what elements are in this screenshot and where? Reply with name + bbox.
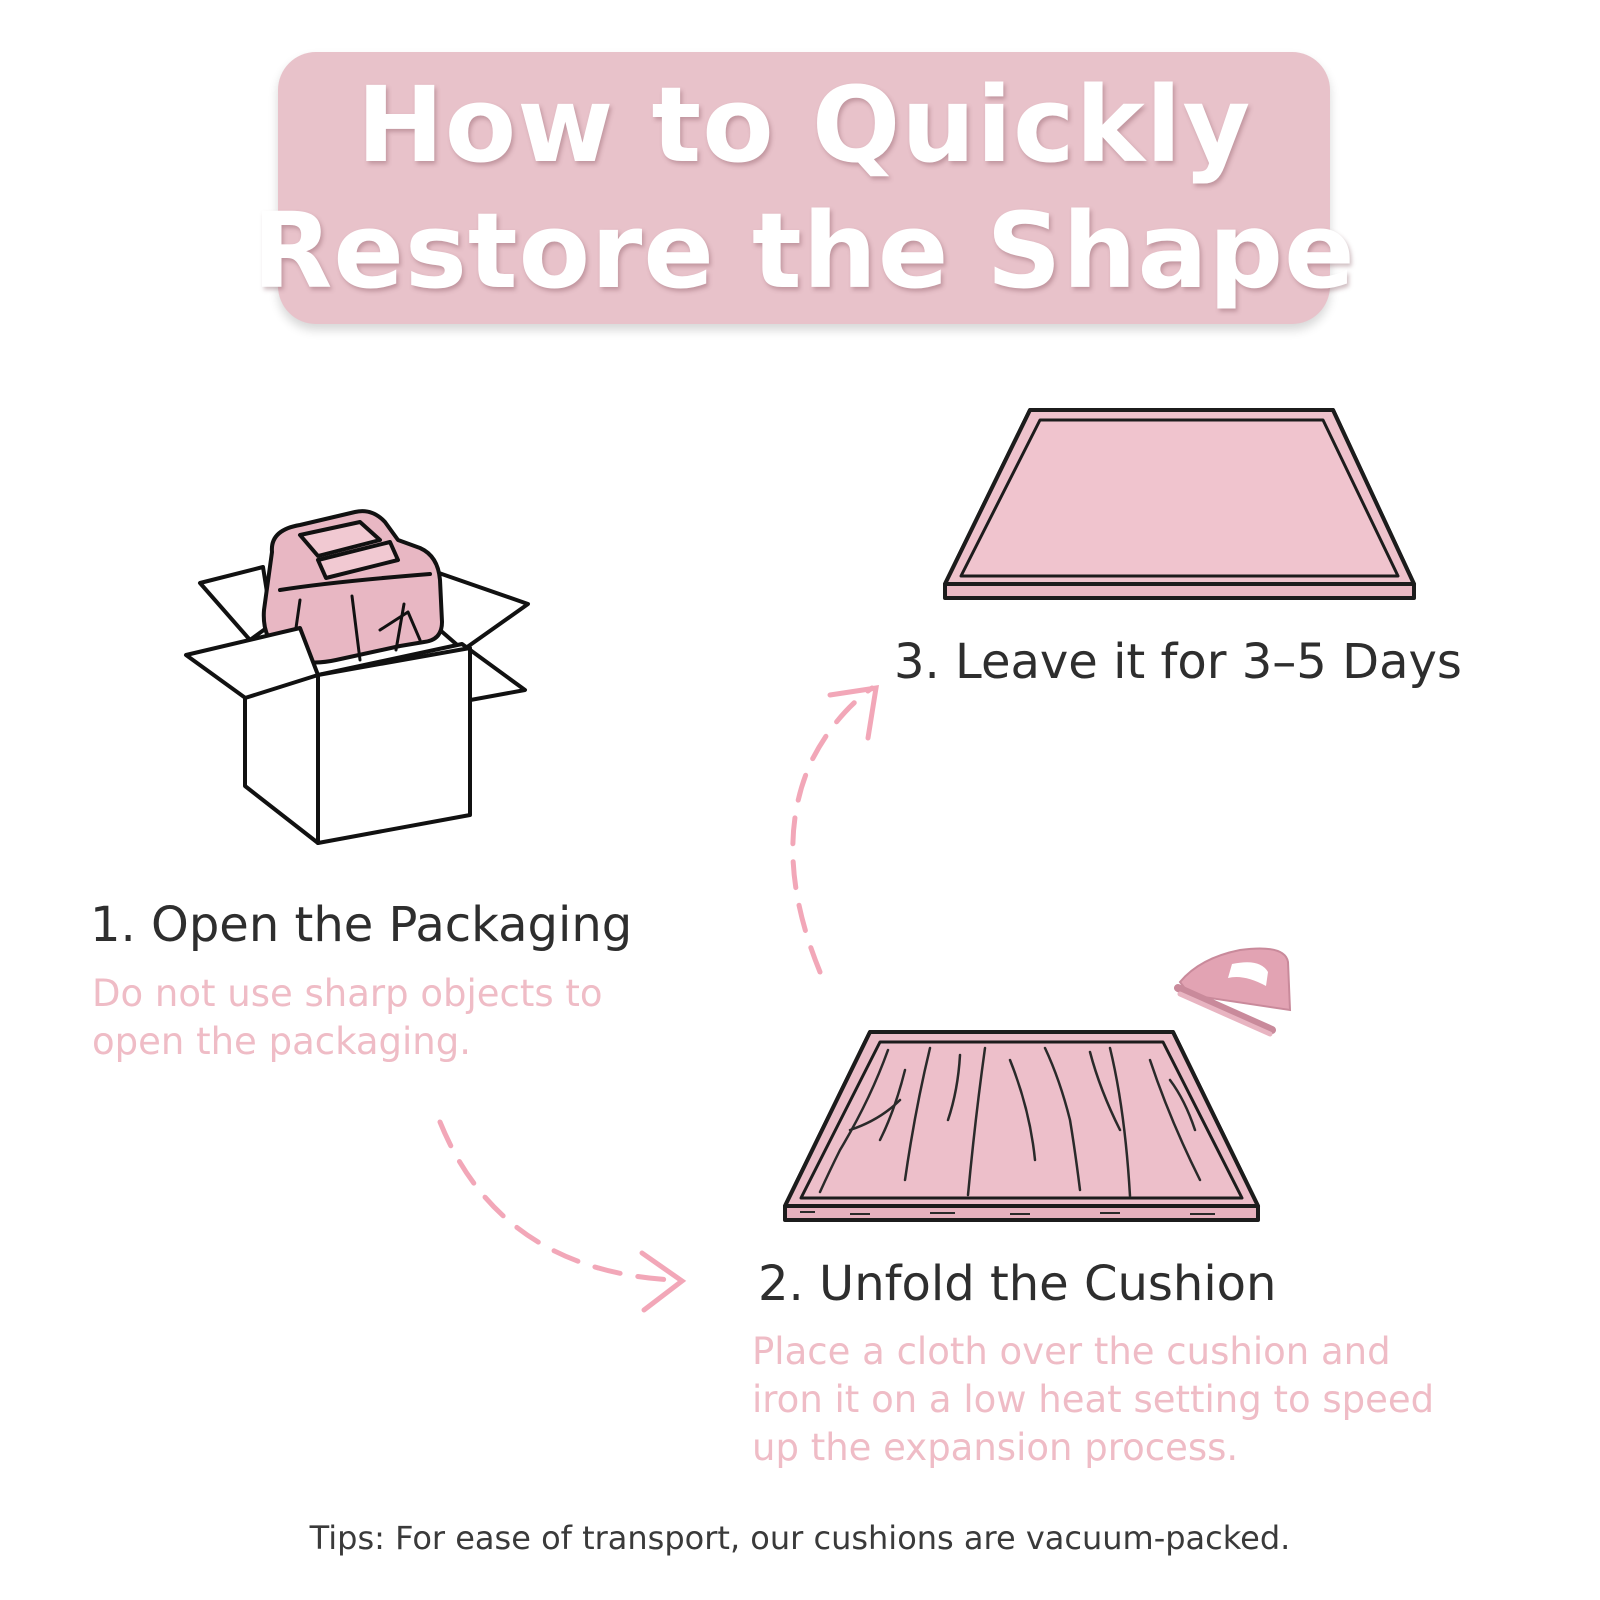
tips-text: Tips: For ease of transport, our cushion… [309, 1519, 1291, 1557]
open-box-icon [184, 509, 530, 845]
step-1-title: 1. Open the Packaging [90, 897, 633, 953]
iron-icon [1174, 947, 1292, 1037]
step-1-description: Do not use sharp objects to open the pac… [92, 972, 603, 1063]
dashed-arrow-icon [437, 1119, 687, 1313]
title-banner: How to Quickly Restore the Shape [252, 52, 1355, 324]
dashed-arrow-icon [790, 685, 880, 975]
step-2-title: 2. Unfold the Cushion [758, 1256, 1277, 1312]
wrinkled-cushion-icon [783, 1030, 1260, 1222]
page-title-line-2: Restore the Shape [252, 190, 1356, 312]
step-2-description: Place a cloth over the cushion and iron … [752, 1330, 1435, 1469]
flat-cushion-icon [943, 408, 1416, 600]
page-title-line-1: How to Quickly [356, 64, 1252, 186]
step-3-title: 3. Leave it for 3–5 Days [894, 634, 1462, 690]
